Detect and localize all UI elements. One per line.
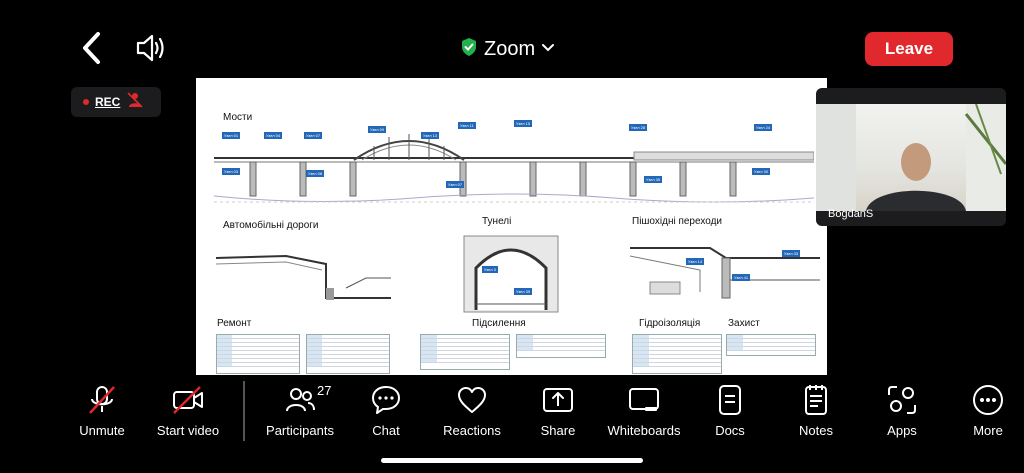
- notes-button[interactable]: Notes: [798, 383, 834, 443]
- back-chevron-icon[interactable]: [78, 30, 106, 66]
- participants-count: 27: [317, 383, 332, 398]
- whiteboards-label: Whiteboards: [607, 423, 681, 438]
- share-button[interactable]: Share: [540, 383, 576, 443]
- share-label: Share: [540, 423, 576, 438]
- section-protection: Захист: [728, 318, 760, 329]
- section-pedestrian-crossings: Пішохідні переходи: [632, 216, 722, 227]
- diagram-tag: Узел 04: [264, 132, 283, 139]
- bottom-toolbar: Unmute Start video Participants 27: [0, 375, 1024, 473]
- more-dots-icon: [971, 383, 1005, 417]
- more-label: More: [973, 423, 1003, 438]
- crossing-diagram: [630, 247, 820, 299]
- apps-icon: [885, 383, 919, 417]
- shared-screen: Мости Узел 01 Узел 04 Узел 07 Узел 09 Уз…: [196, 78, 827, 375]
- diagram-tag: Узел 11: [458, 122, 476, 129]
- section-reinforcement: Підсилення: [472, 318, 526, 329]
- chat-label: Chat: [372, 423, 400, 438]
- whiteboard-icon: [627, 383, 661, 417]
- shield-check-icon: [460, 37, 478, 62]
- mic-muted-icon: [85, 383, 119, 417]
- diagram-tag: Узел 13: [421, 132, 440, 139]
- notes-label: Notes: [799, 423, 833, 438]
- apps-label: Apps: [887, 423, 917, 438]
- diagram-tag: Узел 15: [514, 120, 533, 127]
- diagram-tag: Узел 24: [754, 124, 773, 131]
- whiteboards-button[interactable]: Whiteboards: [606, 383, 682, 443]
- diagram-tag: Узел 3: [482, 266, 498, 273]
- start-video-button[interactable]: Start video: [151, 383, 225, 443]
- road-diagram: [216, 254, 391, 300]
- protection-table: [726, 334, 816, 356]
- home-indicator[interactable]: [381, 458, 643, 463]
- section-waterproofing: Гідроізоляція: [639, 318, 701, 329]
- video-off-icon: [171, 383, 205, 417]
- record-dot-icon: [83, 99, 89, 105]
- recording-badge[interactable]: REC: [71, 87, 161, 117]
- leave-button[interactable]: Leave: [865, 32, 953, 66]
- top-bar: Zoom Leave: [0, 0, 1024, 78]
- repair-table-right: [306, 334, 390, 374]
- start-video-label: Start video: [156, 423, 220, 438]
- section-roads: Автомобільні дороги: [223, 220, 319, 231]
- speaker-icon[interactable]: [134, 33, 168, 63]
- section-bridges: Мости: [223, 112, 253, 123]
- diagram-tag: Узел 35: [644, 176, 663, 183]
- diagram-tag: Узел 08: [306, 170, 325, 177]
- more-button[interactable]: More: [970, 383, 1006, 443]
- docs-button[interactable]: Docs: [714, 383, 746, 443]
- title-text: Zoom: [484, 37, 536, 60]
- apps-button[interactable]: Apps: [884, 383, 920, 443]
- diagram-tag: Узел 41: [732, 274, 751, 281]
- repair-table-left: [216, 334, 300, 374]
- diagram-tag: Узел 28: [629, 124, 648, 131]
- meeting-title[interactable]: Zoom: [460, 34, 555, 64]
- participant-video: [816, 103, 1006, 211]
- participants-label: Participants: [266, 423, 334, 438]
- participants-button[interactable]: Participants: [262, 383, 338, 443]
- chevron-down-icon: [541, 40, 555, 58]
- reinforcement-table-right: [516, 334, 606, 358]
- diagram-tag: Узел 07: [446, 181, 465, 188]
- diagram-tag: Узел 39: [514, 288, 533, 295]
- chat-button[interactable]: Chat: [368, 383, 404, 443]
- docs-label: Docs: [715, 423, 745, 438]
- unmute-button[interactable]: Unmute: [76, 383, 128, 443]
- participant-tile[interactable]: BogdanS: [816, 88, 1006, 226]
- chat-bubble-icon: [369, 383, 403, 417]
- tunnel-diagram: [463, 235, 559, 313]
- diagram-tag: Узел 33: [782, 250, 801, 257]
- diagram-tag: Узел 30: [752, 168, 771, 175]
- diagram-tag: Узел 07: [304, 132, 323, 139]
- notes-icon: [799, 383, 833, 417]
- bridge-diagram: [214, 134, 814, 203]
- participants-icon: [283, 383, 317, 417]
- diagram-tag: Узел 03: [222, 168, 241, 175]
- diagram-tag: Узел 14: [686, 258, 705, 265]
- recording-label: REC: [95, 95, 121, 109]
- reactions-label: Reactions: [443, 423, 501, 438]
- section-tunnels: Тунелі: [482, 216, 512, 227]
- heart-icon: [455, 383, 489, 417]
- diagram-tag: Узел 09: [368, 126, 387, 133]
- toolbar-divider: [243, 381, 245, 441]
- waterproofing-table: [632, 334, 722, 374]
- document-icon: [713, 383, 747, 417]
- diagram-tag: Узел 01: [222, 132, 241, 139]
- share-screen-icon: [541, 383, 575, 417]
- section-repair: Ремонт: [217, 318, 252, 329]
- reactions-button[interactable]: Reactions: [442, 383, 502, 443]
- muted-person-icon: [126, 91, 144, 114]
- participant-name: BogdanS: [828, 208, 874, 220]
- unmute-label: Unmute: [79, 423, 125, 438]
- reinforcement-table-left: [420, 334, 510, 370]
